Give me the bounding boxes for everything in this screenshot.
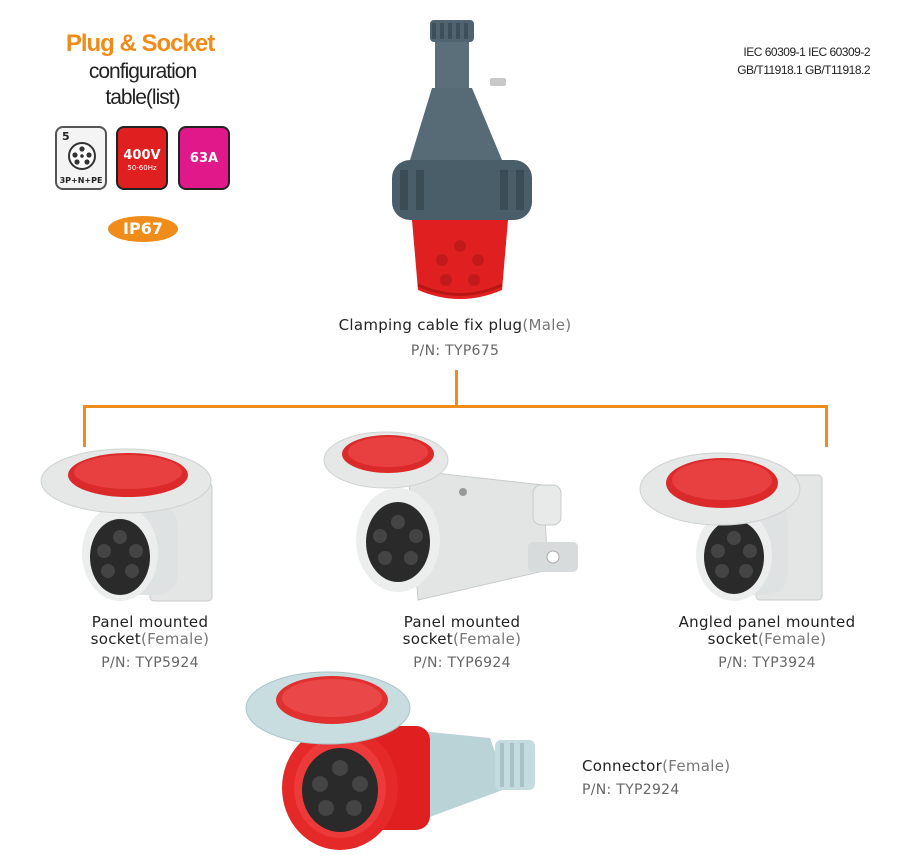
pin-config-badge: 5 3P+N+PE — [55, 126, 107, 190]
angled-socket-name-line2: socket — [707, 630, 758, 648]
panel-socket-1-image — [40, 448, 213, 602]
angled-socket-image — [639, 452, 823, 601]
tree-line-horizontal — [83, 405, 828, 408]
tree-line-right — [825, 405, 828, 447]
pin-config-label: 3P+N+PE — [59, 176, 103, 185]
panel-socket-1-name-line1: Panel mounted — [91, 613, 209, 631]
page-title: Plug & Socket — [65, 30, 215, 57]
connector-image — [245, 671, 535, 850]
tree-line-vertical — [455, 370, 458, 407]
standards-line1: IEC 60309-1 IEC 60309-2 — [743, 45, 870, 59]
plug-gender: (Male) — [522, 316, 572, 334]
connector-name: Connector — [582, 757, 663, 775]
plug-name: Clamping cable fix plug — [338, 316, 523, 334]
panel-socket-1-label: Panel mounted socket(Female) — [60, 614, 240, 648]
current-value: 63A — [189, 151, 219, 166]
angled-socket-gender: (Female) — [757, 630, 827, 648]
pin-count: 5 — [62, 130, 70, 143]
page-subtitle-line1: configuration — [88, 60, 197, 83]
ip-rating-badge: IP67 — [108, 216, 178, 242]
connector-label: Connector(Female) — [582, 758, 730, 775]
connector-part-number: P/N: TYP2924 — [582, 782, 680, 798]
panel-socket-1-gender: (Female) — [140, 630, 210, 648]
voltage-badge: 400V 50-60Hz — [116, 126, 168, 190]
panel-socket-2-label: Panel mounted socket(Female) — [372, 614, 552, 648]
page-subtitle-line2: table(list) — [105, 86, 180, 109]
panel-socket-2-name-line1: Panel mounted — [403, 613, 521, 631]
panel-socket-2-name-line2: socket — [402, 630, 453, 648]
panel-socket-1-part-number: P/N: TYP5924 — [101, 655, 199, 671]
frequency-value: 50-60Hz — [127, 164, 157, 172]
standards-line2: GB/T11918.1 GB/T11918.2 — [737, 63, 870, 77]
current-badge: 63A — [178, 126, 230, 190]
angled-socket-label: Angled panel mounted socket(Female) — [657, 614, 877, 648]
pin-layout-icon — [68, 142, 96, 170]
angled-socket-name-line1: Angled panel mounted — [678, 613, 856, 631]
connector-gender: (Female) — [662, 757, 731, 775]
panel-socket-2-gender: (Female) — [452, 630, 522, 648]
panel-socket-1-name-line2: socket — [90, 630, 141, 648]
plug-image — [392, 20, 532, 299]
plug-part-number: P/N: TYP675 — [410, 343, 500, 359]
voltage-value: 400V — [123, 148, 161, 163]
panel-socket-2-image — [323, 431, 578, 601]
plug-label: Clamping cable fix plug(Male) — [255, 317, 655, 334]
tree-line-left — [83, 405, 86, 447]
angled-socket-part-number: P/N: TYP3924 — [718, 655, 816, 671]
panel-socket-2-part-number: P/N: TYP6924 — [413, 655, 511, 671]
